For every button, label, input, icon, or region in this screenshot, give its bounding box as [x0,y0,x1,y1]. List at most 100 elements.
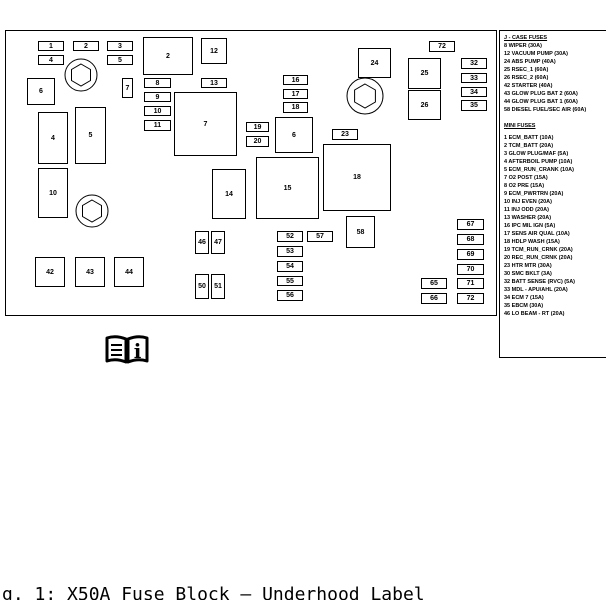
jcase-fuse-item: 26 RSEC_2 (60A) [504,75,549,81]
mini-fuse-item: 46 LO BEAM - RT (20A) [504,311,565,317]
fuse-13: 13 [201,78,227,88]
jcase-fuse-item: 8 WIPER (30A) [504,43,542,49]
mini-fuse-item: 9 ECM_PWRTRN (20A) [504,191,564,197]
fuse-65: 65 [421,278,447,289]
mini-fuse-item: 34 ECM 7 (15A) [504,295,544,301]
mini-fuse-item: 30 SMC BKLT (3A) [504,271,552,277]
fuse-69: 69 [457,249,484,260]
jcase-fuse-item: 43 GLOW PLUG BAT 2 (60A) [504,91,578,97]
fuse-15: 15 [256,157,319,219]
bolt-terminal-icon [346,77,384,115]
fuse-7-large: 7 [174,92,237,156]
fuse-25: 25 [408,58,441,89]
fuse-5: 5 [107,55,133,65]
bolt-terminal-icon [64,58,98,92]
fuse-33: 33 [461,73,487,83]
fuse-32: 32 [461,58,487,69]
fuse-3: 3 [107,41,133,51]
bolt-terminal-icon [75,194,109,228]
mini-fuse-item: 20 REC_RUN_CRNK (20A) [504,255,573,261]
info-glyph: i [134,339,142,363]
mini-fuse-item: 8 O2 PRE (15A) [504,183,545,189]
mini-fuse-item: 19 TCM_RUN_CRNK (20A) [504,247,573,253]
fuse-56: 56 [277,290,303,301]
mini-fuse-item: 23 HTR MTR (30A) [504,263,552,269]
fuse-72-top: 72 [429,41,455,52]
fuse-10: 10 [144,106,171,116]
fuse-18-large: 18 [323,144,391,211]
fuse-7-small: 7 [122,78,133,98]
jcase-fuse-item: 58 DIESEL FUEL/SEC AIR (60A) [504,107,587,113]
fuse-35: 35 [461,100,487,111]
mini-fuse-item: 2 TCM_BATT (20A) [504,143,554,149]
jcase-fuse-item: 24 ABS PUMP (40A) [504,59,556,65]
fuse-57: 57 [307,231,333,242]
mini-fuse-item: 17 SENS AIR QUAL (10A) [504,231,570,237]
figure-caption: g. 1: X50A Fuse Block – Underhood Label [2,584,425,600]
fuse-58: 58 [346,216,375,248]
fuse-26: 26 [408,90,441,120]
fuse-66: 66 [421,293,447,304]
fuse-18-small: 18 [283,102,308,113]
fuse-50: 50 [195,274,209,299]
fuse-67: 67 [457,219,484,230]
fuse-5-large: 5 [75,107,106,164]
fuse-12: 12 [201,38,227,64]
fuse-51: 51 [211,274,225,299]
fuse-46: 46 [195,231,209,254]
fuse-68: 68 [457,234,484,245]
fuse-6-middle: 6 [275,117,313,153]
mini-fuse-item: 16 IPC MIL IGN (5A) [504,223,556,229]
fuse-11: 11 [144,120,171,131]
fuse-2: 2 [73,41,99,51]
jcase-fuse-item: 12 VACUUM PUMP (30A) [504,51,568,57]
mini-fuse-item: 10 INJ EVEN (20A) [504,199,552,205]
fuse-34: 34 [461,87,487,97]
fuse-16: 16 [283,75,308,85]
jcase-fuses-heading: J - CASE FUSES [504,35,548,41]
fuse-legend-panel: J - CASE FUSES 8 WIPER (30A) 12 VACUUM P… [499,30,606,358]
fuse-54: 54 [277,261,303,272]
fuse-4-large: 4 [38,112,68,164]
fuse-14: 14 [212,169,246,219]
mini-fuse-item: 7 O2 POST (15A) [504,175,548,181]
fuse-19: 19 [246,122,269,132]
fuse-17: 17 [283,89,308,99]
fuse-23: 23 [332,129,358,140]
mini-fuse-item: 33 MDL - APU/AHL (20A) [504,287,568,293]
fuse-71: 71 [457,278,484,289]
fuse-52: 52 [277,231,303,242]
jcase-fuse-item: 42 STARTER (40A) [504,83,553,89]
fuse-block-diagram: 1 2 3 4 5 6 7 2 12 13 8 9 10 11 7 4 5 10… [5,30,497,316]
fuse-10-large: 10 [38,168,68,218]
fuse-4: 4 [38,55,64,65]
jcase-fuse-item: 44 GLOW PLUG BAT 1 (60A) [504,99,578,105]
mini-fuse-item: 18 HDLP WASH (15A) [504,239,560,245]
mini-fuse-item: 32 BATT SENSE (RVC) (5A) [504,279,576,285]
mini-fuse-item: 11 INJ ODD (20A) [504,207,549,213]
mini-fuse-item: 1 ECM_BATT (10A) [504,135,554,141]
fuse-24: 24 [358,48,391,78]
fuse-55: 55 [277,276,303,286]
mini-fuse-item: 4 AFTERBOIL PUMP (10A) [504,159,573,165]
fuse-20: 20 [246,136,269,147]
fuse-70: 70 [457,264,484,275]
fuse-9: 9 [144,92,171,102]
mini-fuse-item: 3 GLOW PLUG/MAF (5A) [504,151,569,157]
fuse-42: 42 [35,257,65,287]
fuse-44: 44 [114,257,144,287]
mini-fuse-item: 5 ECM_RUN_CRANK (10A) [504,167,574,173]
fuse-53: 53 [277,246,303,257]
fuse-8: 8 [144,78,171,88]
fuse-43: 43 [75,257,105,287]
mini-fuses-heading: MINI FUSES [504,123,536,129]
fuse-6-left: 6 [27,78,55,105]
fuse-1: 1 [38,41,64,51]
fuse-72-bottom: 72 [457,293,484,304]
mini-fuse-item: 35 EBCM (30A) [504,303,544,309]
jcase-fuse-item: 25 RSEC_1 (60A) [504,67,549,73]
mini-fuse-item: 13 WASHER (20A) [504,215,552,221]
fuse-2-large: 2 [143,37,193,75]
fuse-47: 47 [211,231,225,254]
info-book-icon: i [105,335,149,364]
